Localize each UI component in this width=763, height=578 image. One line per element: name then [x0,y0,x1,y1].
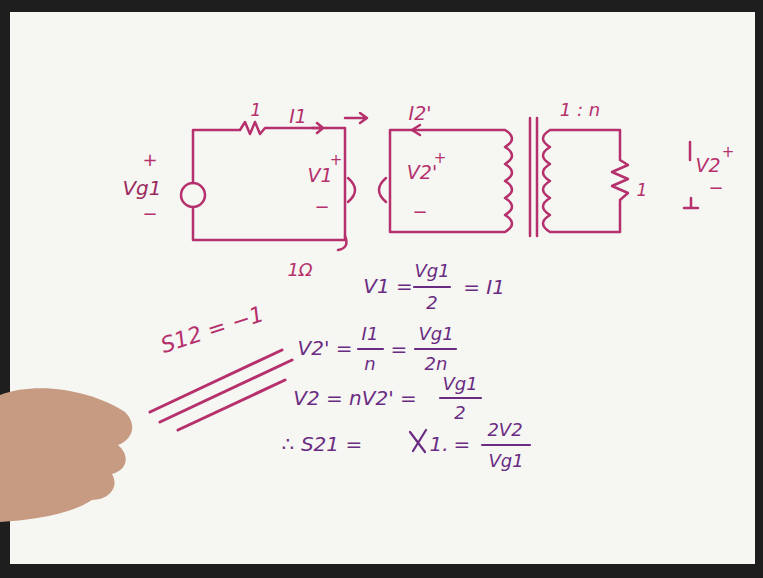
handwritten-label: 1Ω [287,261,312,279]
handwritten-label: V1 = [363,276,413,296]
handwritten-label: I1 [362,325,379,343]
handwritten-label: − [142,205,157,223]
voltage-source [181,183,205,207]
handwritten-label: 1. [429,434,448,454]
handwritten-label: V1 [307,166,332,185]
handwritten-label: + [142,151,157,169]
fraction-bar [415,348,456,350]
fraction-bar [440,397,481,399]
handwritten-label: 1 [251,102,262,119]
current-arrow [312,123,323,133]
current-arrow [412,125,420,135]
handwritten-label: Vg1 [488,452,523,470]
handwritten-label: − [708,179,723,197]
handwritten-label: = [454,434,471,454]
handwritten-label: 2V2 [487,421,522,439]
handwritten-label: V2 [695,156,720,175]
fraction-bar [358,348,383,350]
paper [10,12,755,564]
transformer-core [530,118,537,236]
output-terminal-marks [684,142,698,208]
handwritten-label: + [722,145,735,160]
port-connection [348,178,386,202]
emphasis-underline [150,350,292,430]
crossed-out-mark [410,430,426,452]
handwritten-label: 2 [454,404,465,422]
handwritten-label: ∴ S21 = [282,434,362,454]
handwritten-label: n [364,355,375,373]
handwritten-label: + [330,153,343,168]
handwritten-label: Vg1 [414,262,449,280]
primary-wire [193,122,345,240]
handwritten-label: V2 = nV2' = [293,388,417,408]
direction-arrow [345,113,367,123]
terminal-mark [338,236,346,250]
handwritten-label: 1 [637,182,648,199]
primary-coil [390,130,512,232]
handwritten-label: I1 [289,107,307,126]
handwritten-label: I2' [409,104,432,123]
handwritten-label: V2' [407,163,437,182]
handwritten-label: 1 : n [560,101,600,119]
handwritten-label: Vg1 [418,325,453,343]
fraction-bar [482,444,530,446]
handwritten-label: Vg1 [122,178,161,198]
handwritten-label: 2n [425,355,448,373]
handwritten-label: Vg1 [442,375,477,393]
handwritten-label: − [412,203,427,221]
handwritten-label: + [434,151,447,166]
handwritten-label: − [314,198,329,216]
hand [0,388,132,522]
handwritten-label: = [391,339,408,359]
handwritten-label: = I1 [463,277,505,297]
handwritten-label: V2' = [297,338,352,358]
handwritten-label: 2 [426,294,437,312]
secondary-coil [543,130,628,232]
fraction-bar [414,286,450,288]
